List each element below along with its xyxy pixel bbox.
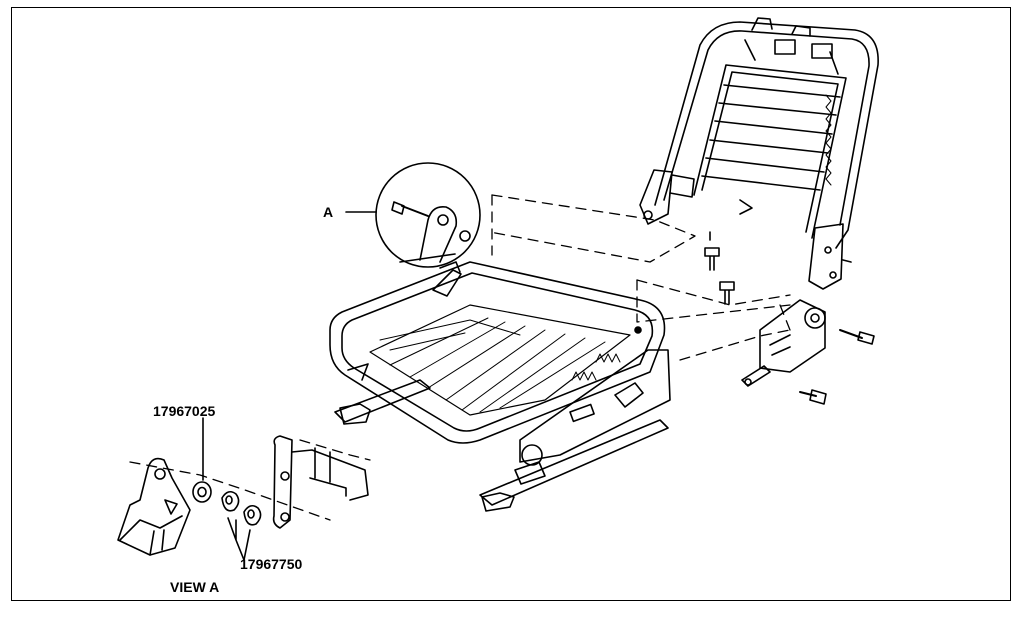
side-bolts [799, 329, 875, 405]
seat-back-bolts [704, 231, 735, 305]
view-a-detail [117, 417, 369, 561]
alignment-lines [129, 194, 791, 521]
diagram-frame [11, 7, 1011, 601]
callout-detail-a: A [323, 204, 334, 220]
callout-part-washer: 17967025 [153, 403, 216, 419]
seat-cushion-frame [329, 261, 671, 512]
recliner-assembly [741, 299, 826, 387]
detail-a-circle [345, 162, 481, 268]
view-a-label: VIEW A [170, 579, 220, 595]
seat-back-frame [639, 17, 879, 290]
callout-part-bushing: 17967750 [240, 556, 303, 572]
